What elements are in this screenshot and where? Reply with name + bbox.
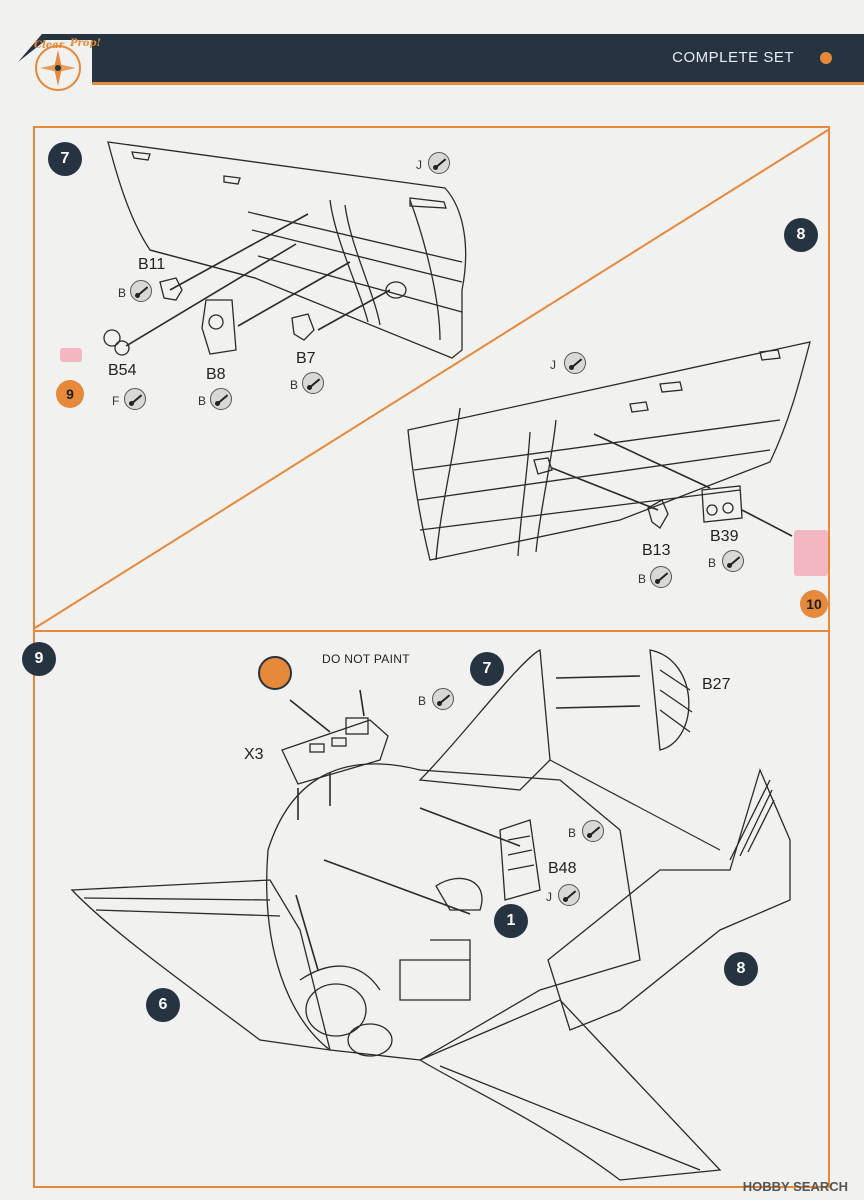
ref-step-9-badge: 9 bbox=[56, 380, 84, 408]
part-label-b13: B13 bbox=[642, 542, 671, 559]
part-paint-b8: B bbox=[198, 394, 207, 408]
page-title: COMPLETE SET bbox=[672, 49, 794, 66]
brand-word-1: Clear bbox=[34, 40, 64, 51]
sub-step-8-badge: 8 bbox=[724, 952, 758, 986]
paint-brush-icon bbox=[582, 820, 604, 842]
part-label-x3: X3 bbox=[244, 746, 264, 763]
clear-part-tag-b39 bbox=[794, 530, 828, 576]
part-paint-b39: B bbox=[708, 556, 717, 570]
part-label-b11: B11 bbox=[138, 256, 166, 273]
section-divider bbox=[33, 630, 830, 632]
header-dot-icon bbox=[820, 52, 832, 64]
part-label-b8: B8 bbox=[206, 366, 226, 383]
paint-brush-icon bbox=[302, 372, 324, 394]
part-paint-b13: B bbox=[638, 572, 647, 586]
paint-brush-icon bbox=[130, 280, 152, 302]
fuselage-paint-code-left: J bbox=[416, 158, 422, 172]
ref-step-10-badge: 10 bbox=[800, 590, 828, 618]
seat-paint-code-1: B bbox=[568, 826, 577, 840]
sub-step-7-badge: 7 bbox=[470, 652, 504, 686]
part-label-b48: B48 bbox=[548, 860, 577, 877]
brand-word-2: Prop! bbox=[70, 38, 101, 49]
paint-brush-icon bbox=[722, 550, 744, 572]
do-not-paint-note: DO NOT PAINT bbox=[322, 652, 410, 666]
paint-brush-icon bbox=[564, 352, 586, 374]
clear-part-tag bbox=[60, 348, 82, 362]
paint-brush-icon bbox=[432, 688, 454, 710]
part-label-b39: B39 bbox=[710, 528, 739, 545]
watermark: HOBBY SEARCH bbox=[742, 1179, 848, 1194]
part-label-b54: B54 bbox=[108, 362, 137, 379]
step-7-badge: 7 bbox=[48, 142, 82, 176]
paint-brush-icon bbox=[428, 152, 450, 174]
header: Clear Prop! COMPLETE SET bbox=[0, 0, 864, 110]
fuselage-paint-code-right: J bbox=[550, 358, 556, 372]
sub-step-1-badge: 1 bbox=[494, 904, 528, 938]
sub-step-6-badge: 6 bbox=[146, 988, 180, 1022]
canopy-paint-code: B bbox=[418, 694, 427, 708]
propeller-logo-icon: Clear Prop! bbox=[12, 20, 116, 98]
paint-brush-icon bbox=[558, 884, 580, 906]
part-paint-b11: B bbox=[118, 286, 127, 300]
paint-brush-icon bbox=[210, 388, 232, 410]
seat-paint-code-2: J bbox=[546, 890, 552, 904]
step-8-badge: 8 bbox=[784, 218, 818, 252]
part-label-b7: B7 bbox=[296, 350, 316, 367]
paint-brush-icon bbox=[124, 388, 146, 410]
part-paint-b54: F bbox=[112, 394, 120, 408]
step-9-badge: 9 bbox=[22, 642, 56, 676]
part-paint-b7: B bbox=[290, 378, 299, 392]
header-bar bbox=[92, 34, 864, 85]
part-label-b27: B27 bbox=[702, 676, 731, 693]
paint-brush-icon bbox=[650, 566, 672, 588]
cut-sprue-icon bbox=[258, 656, 292, 690]
